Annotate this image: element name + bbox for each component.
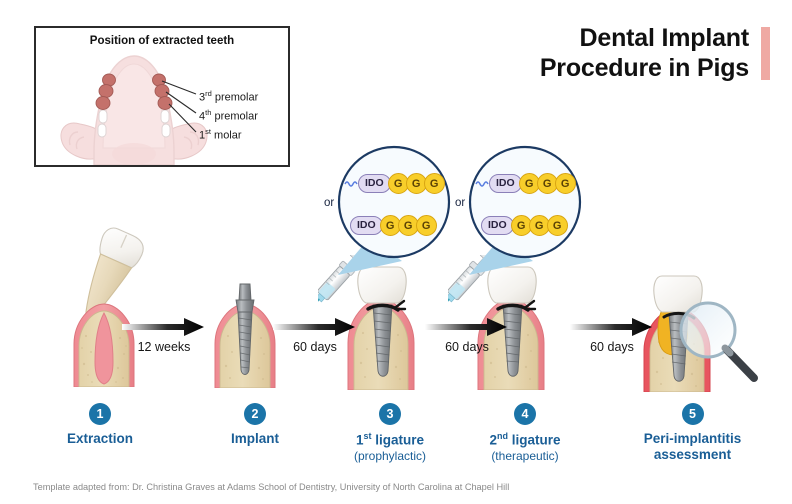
title-line-2: Procedure in Pigs — [539, 53, 749, 82]
step-4-label: 2nd ligature — [489, 431, 561, 448]
label-1st-molar: 1st molar — [199, 127, 242, 142]
g-node: G — [546, 215, 568, 236]
credit-line: Template adapted from: Dr. Christina Gra… — [33, 482, 510, 492]
step-4-sublabel: (therapeutic) — [491, 448, 559, 463]
arrow-1-caption: 12 weeks — [137, 340, 191, 354]
g-node: G — [554, 173, 576, 194]
tether-squiggle-icon — [475, 180, 489, 187]
step-2-label: Implant — [230, 431, 279, 446]
callout-step3-row-2: IDO G G G — [350, 215, 437, 236]
inset-heading: Position of extracted teeth — [89, 35, 235, 47]
step-3[interactable]: 3 1st ligature (prophylactic) — [320, 403, 460, 464]
step-2[interactable]: 2 Implant — [190, 403, 320, 447]
step-4-illustration — [448, 255, 545, 390]
g-node: G — [397, 215, 419, 236]
ido-pill: IDO — [358, 174, 391, 193]
step-3-label: 1st ligature — [355, 431, 425, 448]
callout-step4-row-2: IDO G G G — [481, 215, 568, 236]
magnifier-icon — [679, 301, 758, 382]
callout-step3-shape — [337, 145, 451, 275]
callout-step4-shape — [468, 145, 582, 275]
tether-squiggle-icon — [344, 180, 358, 187]
arrow-2 — [273, 318, 355, 336]
step-1-label: Extraction — [66, 431, 134, 446]
step-4[interactable]: 4 2nd ligature (therapeutic) — [455, 403, 595, 464]
step-4-badge: 4 — [514, 403, 536, 425]
step-2-illustration — [214, 283, 276, 388]
title-accent-bar — [761, 27, 770, 80]
arrow-1 — [122, 318, 204, 336]
ido-pill: IDO — [489, 174, 522, 193]
step-3-sublabel: (prophylactic) — [353, 448, 427, 463]
step-1-badge: 1 — [89, 403, 111, 425]
step-1-illustration — [73, 227, 144, 387]
arrow-2-caption: 60 days — [293, 340, 337, 354]
label-3rd-premolar: 3rd premolar — [199, 89, 259, 104]
pig-jaw-illustration — [60, 55, 208, 165]
step-5-badge: 5 — [681, 403, 704, 425]
step-1[interactable]: 1 Extraction — [35, 403, 165, 447]
step-3-badge: 3 — [379, 403, 401, 425]
callout-step4-row-1: IDO G G G — [475, 173, 576, 194]
arrow-3-caption: 60 days — [445, 340, 489, 354]
step-5-label: Peri-implantitis — [643, 431, 742, 446]
page-title: Dental Implant Procedure in Pigs — [540, 24, 749, 83]
step-5[interactable]: 5 Peri-implantitis assessment — [615, 403, 770, 464]
g-node: G — [423, 173, 445, 194]
ido-pill: IDO — [350, 216, 383, 235]
ido-pill: IDO — [481, 216, 514, 235]
step-5-sublabel: assessment — [653, 447, 732, 463]
arrow-3 — [425, 318, 507, 336]
arrow-4-caption: 60 days — [590, 340, 634, 354]
g-node: G — [415, 215, 437, 236]
extracted-teeth-inset: Position of extracted teeth — [34, 26, 290, 167]
step-2-badge: 2 — [244, 403, 266, 425]
step-5-illustration — [643, 275, 758, 392]
label-4th-premolar: 4th premolar — [199, 108, 258, 123]
title-line-1: Dental Implant — [579, 24, 750, 52]
arrow-4 — [570, 318, 652, 336]
callout-step3-row-1: IDO G G G — [344, 173, 445, 194]
title-block: Dental Implant Procedure in Pigs — [540, 24, 770, 83]
